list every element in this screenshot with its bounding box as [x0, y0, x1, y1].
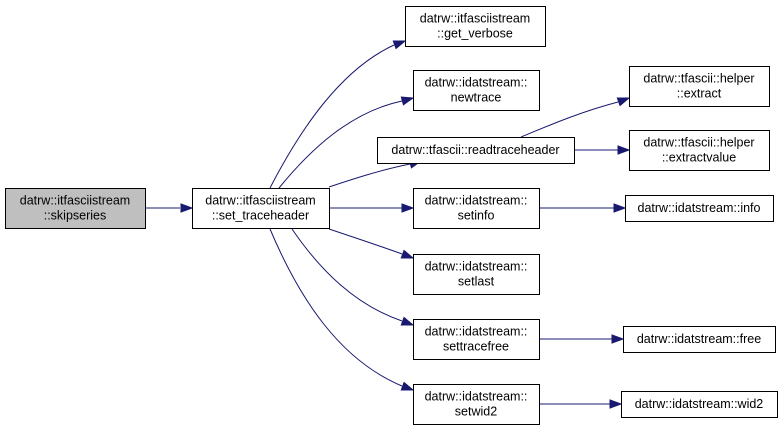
node-box[interactable] [623, 326, 776, 353]
node-label: datrw::itfasciistream [20, 194, 130, 208]
edge-set_traceheader-to-setlast [328, 228, 415, 259]
node-label: setlast [458, 275, 495, 289]
arrowhead-icon [616, 97, 631, 107]
edge-setinfo-to-info [539, 203, 627, 213]
arrowhead-icon [401, 203, 415, 213]
node-label: datrw::idatstream:: [425, 76, 528, 90]
arrowhead-icon [400, 249, 415, 259]
node-box[interactable] [192, 188, 330, 229]
arrowhead-icon [611, 334, 625, 344]
edge-set_traceheader-to-setinfo [329, 203, 415, 213]
node-label: datrw::idatstream::free [637, 332, 761, 346]
node-readtraceheader[interactable]: datrw::tfascii::readtraceheader [377, 137, 575, 164]
node-label: datrw::idatstream::wid2 [635, 397, 764, 411]
arrowhead-icon [400, 316, 415, 326]
node-wid2[interactable]: datrw::idatstream::wid2 [621, 391, 778, 418]
node-label: ::extractvalue [662, 151, 736, 165]
node-label: setinfo [458, 209, 495, 223]
node-box[interactable] [621, 391, 778, 418]
node-box[interactable] [413, 319, 540, 360]
node-label: ::skipseries [44, 209, 107, 223]
node-label: newtrace [451, 91, 502, 105]
edge-set_traceheader-to-get_verbose [269, 40, 407, 189]
node-label: ::set_traceheader [212, 209, 309, 223]
edge-line [291, 228, 403, 322]
node-settracefree[interactable]: datrw::idatstream::settracefree [413, 319, 540, 360]
node-label: datrw::itfasciistream [205, 194, 315, 208]
node-extract[interactable]: datrw::tfascii::helper::extract [629, 66, 770, 107]
arrowhead-icon [400, 96, 415, 106]
edge-set_traceheader-to-readtraceheader [328, 159, 423, 188]
node-box[interactable] [629, 130, 770, 171]
arrowhead-icon [392, 40, 407, 50]
edge-line [269, 228, 403, 387]
node-box[interactable] [405, 6, 546, 47]
node-box[interactable] [413, 384, 540, 425]
edge-setwid2-to-wid2 [539, 399, 623, 409]
node-box[interactable] [413, 254, 540, 295]
node-label: datrw::tfascii::helper [643, 136, 754, 150]
node-setlast[interactable]: datrw::idatstream::setlast [413, 254, 540, 295]
node-label: datrw::idatstream::info [638, 201, 761, 215]
node-label: settracefree [443, 340, 509, 354]
node-get_verbose[interactable]: datrw::itfasciistream::get_verbose [405, 6, 546, 47]
node-box[interactable] [413, 188, 540, 229]
node-free[interactable]: datrw::idatstream::free [623, 326, 776, 353]
edge-line [328, 163, 411, 188]
node-label: datrw::idatstream:: [425, 390, 528, 404]
edge-readtraceheader-to-extract [520, 97, 631, 138]
arrowhead-icon [613, 203, 627, 213]
edge-set_traceheader-to-newtrace [278, 96, 415, 189]
edge-set_traceheader-to-settracefree [291, 228, 415, 326]
node-box[interactable] [413, 70, 540, 111]
node-info[interactable]: datrw::idatstream::info [625, 195, 774, 222]
node-box[interactable] [377, 137, 575, 164]
node-box[interactable] [5, 188, 146, 229]
edge-settracefree-to-free [539, 334, 625, 344]
edge-line [278, 100, 403, 189]
edge-readtraceheader-to-extractvalue [574, 145, 631, 155]
node-box[interactable] [625, 195, 774, 222]
edge-line [269, 44, 395, 189]
edge-skipseries-to-set_traceheader [145, 203, 194, 213]
edge-set_traceheader-to-setwid2 [269, 228, 415, 391]
node-skipseries[interactable]: datrw::itfasciistream::skipseries [5, 188, 146, 229]
nodes-layer: datrw::itfasciistream::skipseriesdatrw::… [5, 6, 778, 425]
node-label: datrw::idatstream:: [425, 260, 528, 274]
node-setwid2[interactable]: datrw::idatstream::setwid2 [413, 384, 540, 425]
node-box[interactable] [629, 66, 770, 107]
arrowhead-icon [609, 399, 623, 409]
node-label: setwid2 [455, 405, 497, 419]
node-extractvalue[interactable]: datrw::tfascii::helper::extractvalue [629, 130, 770, 171]
node-set_traceheader[interactable]: datrw::itfasciistream::set_traceheader [192, 188, 330, 229]
node-label: datrw::tfascii::readtraceheader [391, 143, 559, 157]
node-label: ::extract [677, 87, 722, 101]
node-label: datrw::itfasciistream [420, 12, 530, 26]
edge-line [520, 101, 619, 138]
arrowhead-icon [617, 145, 631, 155]
arrowhead-icon [400, 381, 415, 391]
edge-line [328, 228, 403, 255]
node-newtrace[interactable]: datrw::idatstream::newtrace [413, 70, 540, 111]
node-setinfo[interactable]: datrw::idatstream::setinfo [413, 188, 540, 229]
arrowhead-icon [180, 203, 194, 213]
node-label: ::get_verbose [437, 27, 513, 41]
node-label: datrw::tfascii::helper [643, 72, 754, 86]
node-label: datrw::idatstream:: [425, 325, 528, 339]
node-label: datrw::idatstream:: [425, 194, 528, 208]
